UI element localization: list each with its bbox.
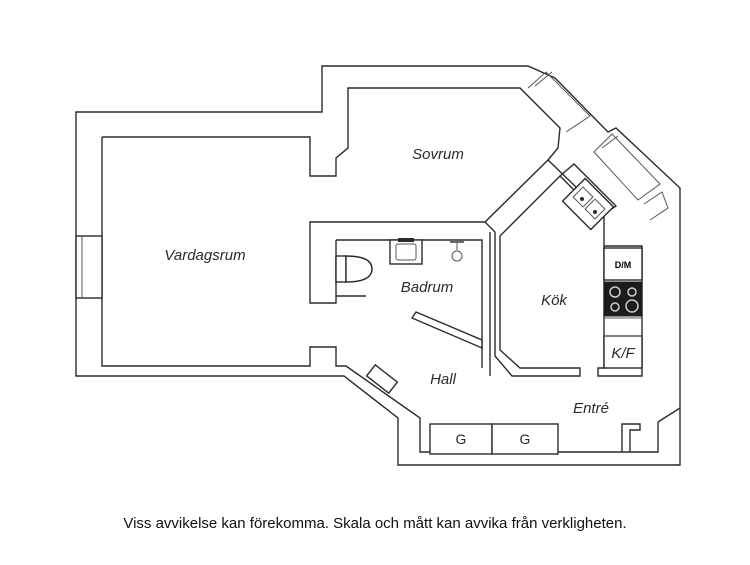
room-sovrum: Sovrum — [412, 146, 464, 163]
room-kok: Kök — [541, 292, 568, 309]
fridge-box — [603, 335, 643, 369]
shower-icon — [450, 241, 464, 262]
fridge-label: K/F — [611, 345, 635, 362]
bathroom-walls — [335, 232, 491, 376]
stove-icon — [603, 281, 643, 317]
room-vardagsrum: Vardagsrum — [164, 247, 245, 264]
sink-icon — [561, 177, 615, 231]
hall-partition — [410, 311, 483, 350]
washbasin-icon — [389, 238, 423, 265]
wardrobe-label-2: G — [520, 431, 531, 447]
window-west — [75, 235, 103, 299]
entrance — [621, 407, 681, 452]
room-badrum: Badrum — [401, 279, 454, 296]
north-windows — [527, 71, 669, 221]
dishwasher-box — [603, 247, 643, 281]
wardrobes: G G — [429, 423, 559, 455]
dishwasher-label: D/M — [615, 260, 632, 270]
disclaimer-text: Viss avvikelse kan förekomma. Skala och … — [123, 515, 627, 532]
outer-walls — [75, 65, 681, 466]
hall-window — [365, 363, 399, 395]
room-entre: Entré — [573, 400, 609, 417]
room-hall: Hall — [430, 371, 457, 388]
wardrobe-label-1: G — [456, 431, 467, 447]
toilet-icon — [335, 255, 373, 283]
